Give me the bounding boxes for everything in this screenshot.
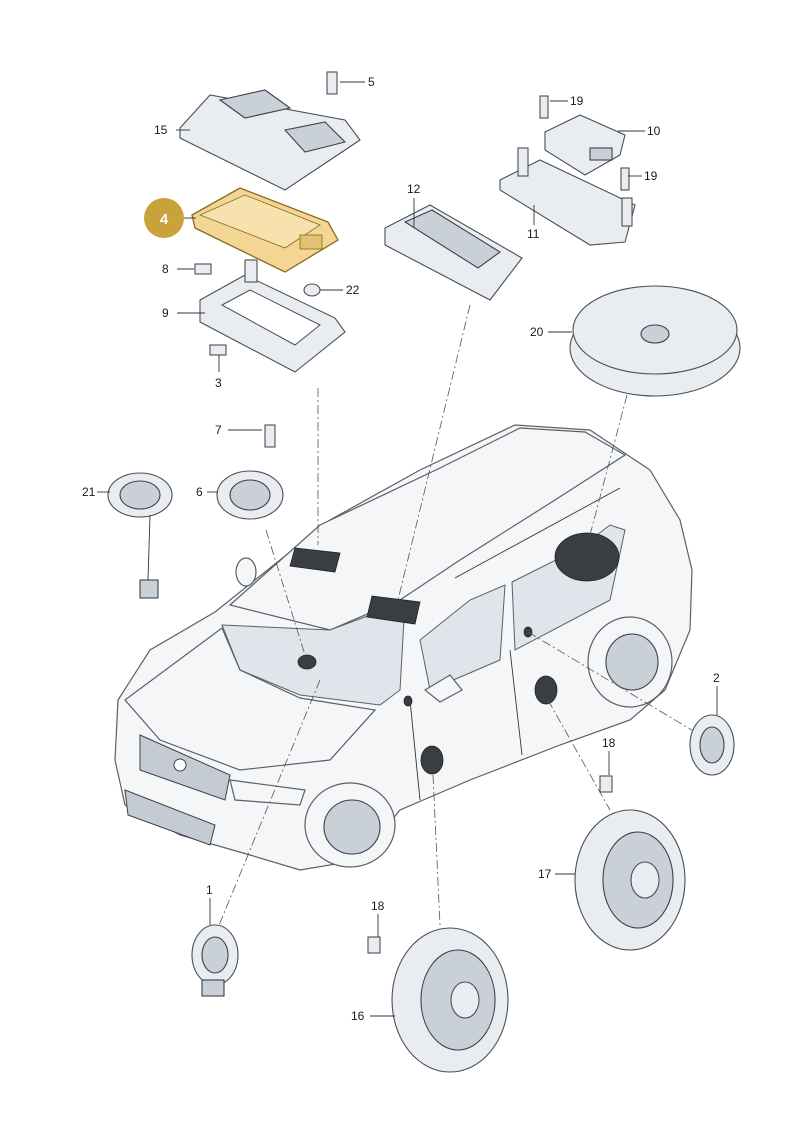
part-9-bracket[interactable] [199, 259, 346, 373]
callout-4: 4 [160, 211, 169, 228]
callout-17[interactable]: 17 [538, 867, 552, 881]
callout-2[interactable]: 2 [713, 671, 720, 685]
callout-19-top[interactable]: 19 [570, 94, 584, 108]
callout-12[interactable]: 12 [407, 182, 421, 196]
part-12-module[interactable] [384, 204, 523, 301]
callout-22[interactable]: 22 [346, 283, 360, 297]
callout-18-left[interactable]: 18 [371, 899, 385, 913]
part-16-woofer[interactable] [391, 927, 509, 1073]
fasteners [194, 71, 630, 954]
part-21-speaker[interactable] [107, 472, 173, 599]
callout-labels: 5 15 8 22 9 3 19 10 19 12 11 20 7 21 6 2… [82, 75, 720, 1023]
callout-16[interactable]: 16 [351, 1009, 365, 1023]
callout-11[interactable]: 11 [527, 227, 540, 241]
callout-1[interactable]: 1 [206, 883, 213, 897]
callout-21[interactable]: 21 [82, 485, 96, 499]
car-body [114, 424, 693, 871]
callout-3[interactable]: 3 [215, 376, 222, 390]
part-4-callout-badge[interactable]: 4 [144, 198, 184, 238]
callout-5[interactable]: 5 [368, 75, 375, 89]
part-1-tweeter[interactable] [191, 924, 239, 997]
part-11-plate[interactable] [499, 147, 636, 246]
callout-6[interactable]: 6 [196, 485, 203, 499]
part-15-cover[interactable] [179, 89, 361, 191]
callout-19-lower[interactable]: 19 [644, 169, 658, 183]
callout-8[interactable]: 8 [162, 262, 169, 276]
part-10-control-unit[interactable] [544, 114, 626, 176]
part-4-amplifier[interactable] [191, 187, 339, 273]
callout-20[interactable]: 20 [530, 325, 544, 339]
part-6-speaker[interactable] [216, 470, 284, 520]
part-17-woofer[interactable] [574, 809, 686, 951]
leader-lines [97, 81, 718, 1017]
part-20-subwoofer[interactable] [569, 285, 741, 397]
callout-10[interactable]: 10 [647, 124, 661, 138]
callout-18-right[interactable]: 18 [602, 736, 616, 750]
callout-15[interactable]: 15 [154, 123, 168, 137]
callout-9[interactable]: 9 [162, 306, 169, 320]
part-2-tweeter[interactable] [689, 714, 735, 776]
callout-7[interactable]: 7 [215, 423, 222, 437]
